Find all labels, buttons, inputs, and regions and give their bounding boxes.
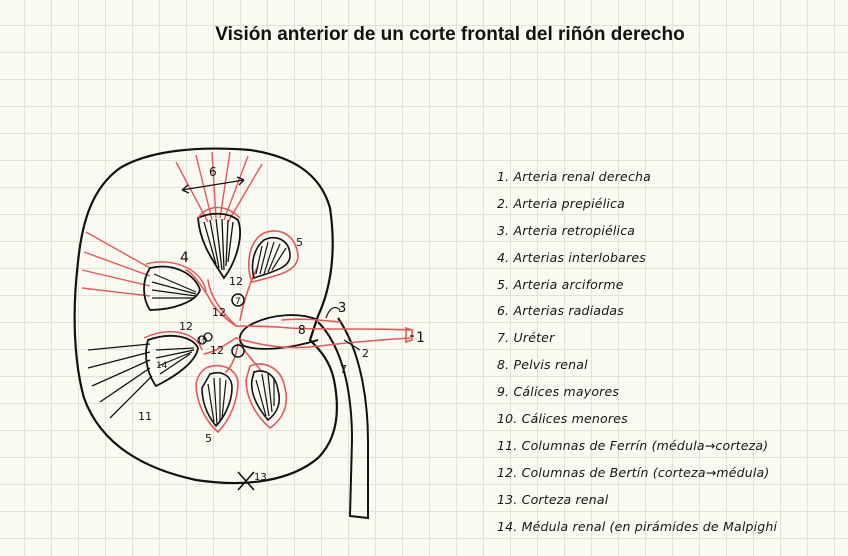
label-10: 10 — [197, 336, 207, 345]
label-4: 4 — [180, 250, 189, 266]
minor-calyx-ring-4 — [203, 332, 213, 342]
legend-list: 1. Arteria renal derecha 2. Arteria prep… — [497, 164, 777, 540]
pyramid-upper-right — [248, 230, 299, 283]
legend-item: 3. Arteria retropiélica — [497, 222, 636, 238]
renal-pelvis — [238, 314, 319, 350]
leader-3 — [325, 307, 341, 319]
radiadas-span-arrow — [181, 176, 245, 194]
minor-calyx-ring-1 — [231, 293, 245, 307]
label-12-c: 12 — [179, 320, 193, 333]
label-14: 14 — [156, 361, 168, 371]
renal-artery-tip — [405, 326, 413, 344]
legend-item: 14. Médula renal (en pirámides de Malpig… — [497, 518, 778, 534]
label-7-ureter: 7 — [340, 363, 347, 376]
legend-item: 12. Columnas de Bertín (corteza→médula) — [497, 464, 770, 480]
label-12-d: 12 — [210, 344, 224, 357]
label-5-bottom: 5 — [205, 432, 212, 445]
label-7-pelvis: 7 — [235, 297, 241, 307]
legend-item: 8. Pelvis renal — [497, 357, 588, 373]
label-12-a: 12 — [229, 275, 243, 288]
renal-artery-branches — [185, 265, 411, 373]
label-12-b: 12 — [212, 306, 226, 319]
label-1: 1 — [416, 330, 425, 346]
legend-item: 7. Uréter — [497, 330, 555, 346]
legend-item: 11. Columnas de Ferrín (médula→corteza) — [497, 437, 769, 453]
minor-calyx-ring-2 — [231, 344, 245, 358]
pyramid-top — [175, 151, 263, 280]
legend-item: 10. Cálices menores — [497, 411, 628, 427]
leader-2 — [343, 339, 361, 351]
diagram-title: Visión anterior de un corte frontal del … — [215, 24, 685, 45]
cortex-x-mark — [237, 471, 255, 491]
pyramid-lower-left — [195, 364, 239, 434]
label-8: 8 — [298, 323, 306, 337]
label-3: 3 — [338, 301, 346, 316]
pyramid-lower-right — [245, 363, 288, 430]
label-13: 13 — [254, 472, 267, 483]
kidney-outline — [73, 147, 339, 485]
label-5-top: 5 — [296, 236, 303, 249]
legend-item: 4. Arterias interlobares — [497, 249, 646, 265]
pyramid-left-upper — [81, 231, 207, 311]
label-6: 6 — [209, 165, 217, 179]
legend-item: 1. Arteria renal derecha — [497, 169, 651, 184]
legend-item: 6. Arterias radiadas — [497, 303, 624, 319]
legend-item: 9. Cálices mayores — [497, 384, 620, 400]
label-2: 2 — [362, 347, 369, 360]
legend-item: 13. Corteza renal — [497, 491, 609, 507]
label-11: 11 — [138, 410, 152, 423]
pyramid-left-lower — [87, 331, 203, 419]
legend-item: 2. Arteria prepiélica — [497, 195, 625, 211]
ureter — [317, 317, 369, 520]
legend-item: 5. Arteria arciforme — [497, 276, 624, 292]
